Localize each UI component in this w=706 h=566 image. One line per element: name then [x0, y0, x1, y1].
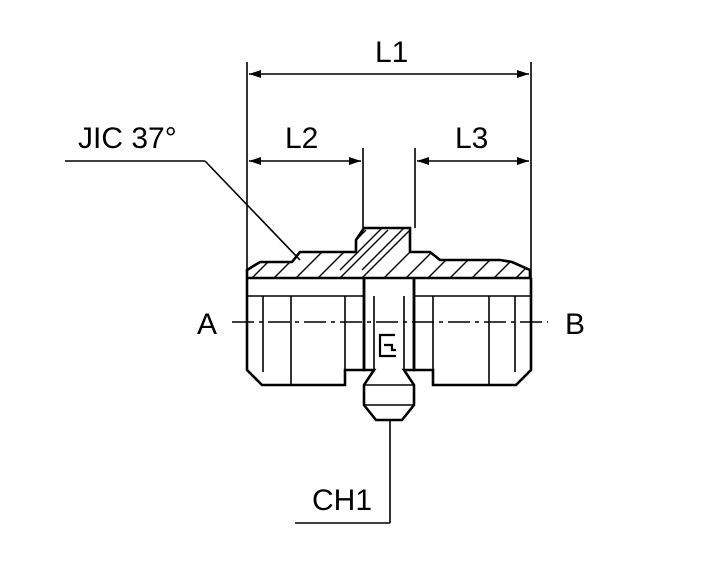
dimension-label-l3: L3	[455, 122, 488, 155]
body-outline-lower-right	[412, 278, 533, 387]
dimension-label-ch1: CH1	[312, 484, 372, 517]
hex-body	[362, 278, 416, 422]
manufacturer-mark-icon	[378, 333, 396, 358]
port-label-b: B	[565, 308, 585, 341]
callout-label-thread: JIC 37°	[78, 122, 177, 155]
callout-leader-diagonal	[204, 160, 301, 261]
dimension-label-l1: L1	[375, 36, 408, 69]
body-outline-lower	[245, 278, 366, 387]
port-label-a: A	[197, 308, 217, 341]
dimension-label-l2: L2	[285, 122, 318, 155]
section-outline	[245, 226, 532, 278]
